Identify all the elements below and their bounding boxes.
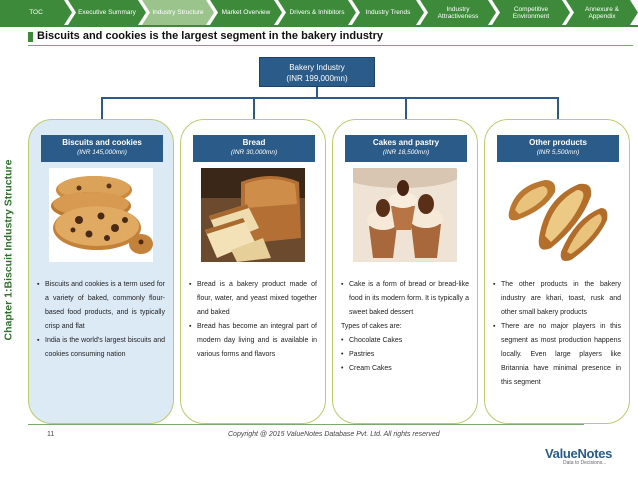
connector-bread — [253, 97, 255, 135]
bullet-item: Bread is a bakery product made of flour,… — [189, 278, 317, 320]
card-text-biscuits: Biscuits and cookies is a term used for … — [37, 278, 165, 362]
card-title: Cakes and pastry — [372, 138, 440, 147]
card-value: (INR 145,000mn) — [77, 149, 127, 156]
card-text-bread: Bread is a bakery product made of flour,… — [189, 278, 317, 362]
bullet-item: Cake is a form of bread or bread-like fo… — [341, 278, 469, 320]
chapter-label-text: Chapter 1:Biscuit Industry Structure — [2, 159, 14, 341]
nav-tab-executive-summary[interactable]: Executive Summary — [68, 0, 146, 25]
card-header-biscuits: Biscuits and cookies (INR 145,000mn) — [41, 135, 163, 162]
bullet-item: India is the world’s largest biscuits an… — [37, 334, 165, 362]
card-text-other: The other products in the bakery industr… — [493, 278, 621, 390]
card-value: (INR 30,000mn) — [230, 149, 278, 156]
nav-tab-industry-attractiveness[interactable]: Industry Attractiveness — [420, 0, 496, 25]
nav-tab-drivers-inhibitors[interactable]: Drivers & Inhibitors — [278, 0, 356, 25]
logo-name: ValueNotes — [545, 446, 613, 461]
cake-type-item: Cream Cakes — [341, 362, 469, 376]
card-header-bread: Bread (INR 30,000mn) — [193, 135, 315, 162]
chapter-label: Chapter 1:Biscuit Industry Structure — [0, 150, 16, 350]
top-navigation: TOC Executive Summary Industry Structure… — [0, 0, 638, 25]
valuenotes-logo: ValueNotes Data to Decisions... — [545, 446, 635, 476]
card-header-other: Other products (INR 5,500mn) — [497, 135, 619, 162]
slide-title: Biscuits and cookies is the largest segm… — [37, 30, 383, 42]
title-divider — [28, 45, 633, 46]
connector-root-stem — [316, 87, 318, 98]
page-number: 11 — [47, 431, 55, 438]
card-cakes-pastry — [332, 119, 478, 424]
cake-type-item: Chocolate Cakes — [341, 334, 469, 348]
bullet-item: There are no major players in this segme… — [493, 320, 621, 390]
connector-cakes — [405, 97, 407, 135]
card-text-cakes: Cake is a form of bread or bread-like fo… — [341, 278, 469, 376]
card-title: Other products — [529, 138, 587, 147]
connector-biscuits — [101, 97, 103, 135]
root-title: Bakery Industry — [289, 63, 345, 72]
bullet-item: Bread has become an integral part of mod… — [189, 320, 317, 362]
nav-tab-industry-trends[interactable]: Industry Trends — [352, 0, 424, 25]
logo-tagline: Data to Decisions... — [563, 460, 607, 466]
cupcakes-image — [353, 168, 457, 262]
card-biscuits-cookies — [28, 119, 174, 424]
root-value: (INR 199,000mn) — [286, 74, 348, 83]
card-value: (INR 5,500mn) — [536, 149, 580, 156]
rusk-image — [505, 168, 609, 262]
bread-image — [201, 168, 305, 262]
card-value: (INR 18,500mn) — [382, 149, 430, 156]
connector-other — [557, 97, 559, 135]
nav-tab-annexure-appendix[interactable]: Annexure & Appendix — [566, 0, 638, 25]
bakery-industry-box: Bakery Industry (INR 199,000mn) — [259, 57, 375, 87]
cookies-image — [49, 168, 153, 262]
connector-horizontal — [101, 97, 559, 99]
nav-divider — [0, 25, 638, 27]
footer-divider — [28, 424, 584, 425]
cake-type-item: Pastries — [341, 348, 469, 362]
types-label: Types of cakes are: — [341, 323, 402, 330]
card-bread — [180, 119, 326, 424]
nav-tab-industry-structure[interactable]: Industry Structure — [142, 0, 214, 25]
copyright-text: Copyright @ 2015 ValueNotes Database Pvt… — [228, 431, 440, 438]
nav-tab-competitive-environment[interactable]: Competitive Environment — [492, 0, 570, 25]
nav-tab-toc[interactable]: TOC — [0, 0, 72, 25]
card-header-cakes: Cakes and pastry (INR 18,500mn) — [345, 135, 467, 162]
card-title: Biscuits and cookies — [62, 138, 142, 147]
bullet-item: The other products in the bakery industr… — [493, 278, 621, 320]
card-title: Bread — [242, 138, 266, 147]
title-marker — [28, 32, 33, 42]
nav-tab-market-overview[interactable]: Market Overview — [210, 0, 282, 25]
bullet-item: Biscuits and cookies is a term used for … — [37, 278, 165, 334]
